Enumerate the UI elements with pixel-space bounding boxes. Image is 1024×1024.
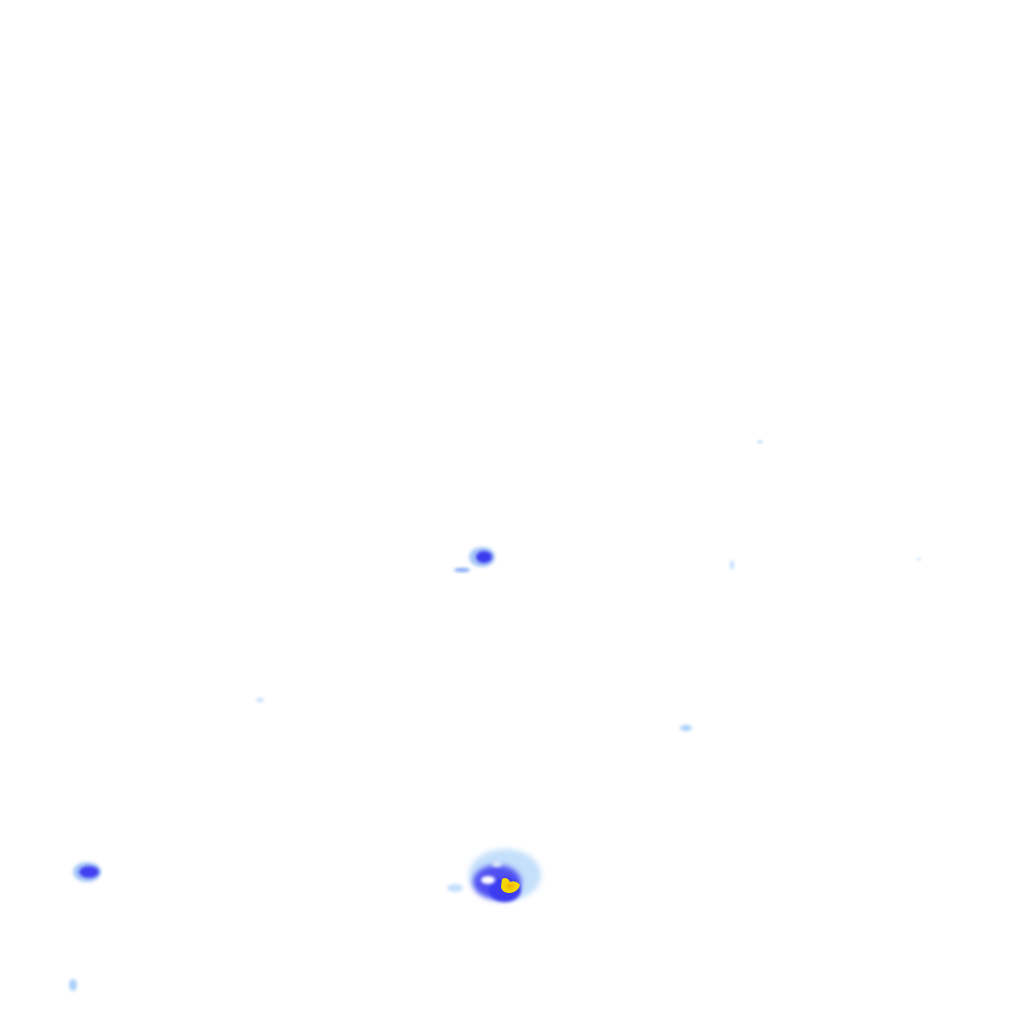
cell-south-center: [447, 849, 541, 902]
cell-small: [69, 440, 921, 991]
cell-center: [454, 547, 495, 572]
cell-southwest: [73, 862, 101, 882]
